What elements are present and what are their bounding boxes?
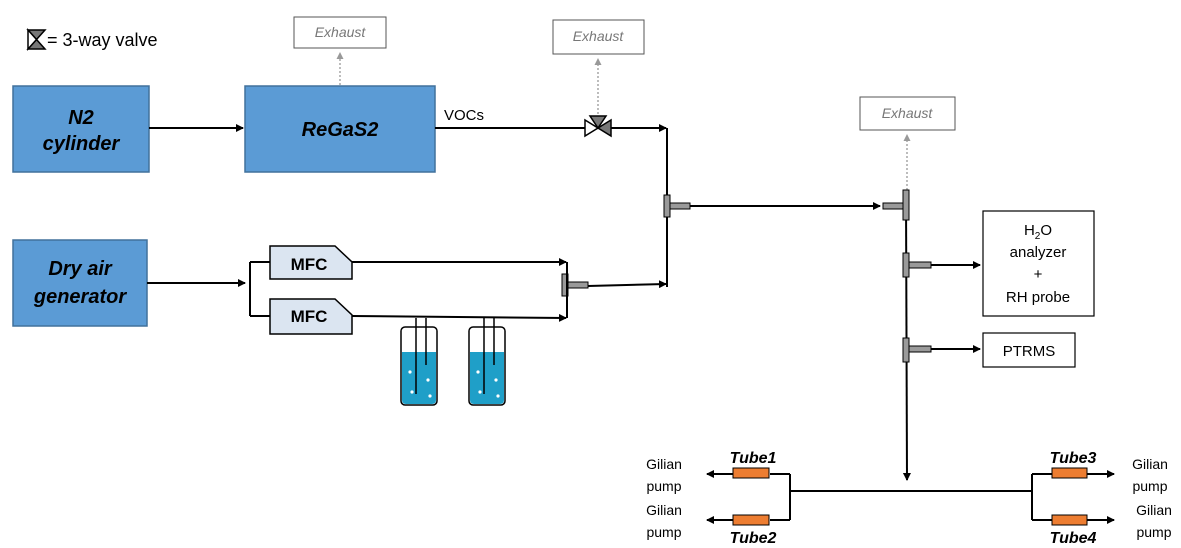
tube1 [732, 467, 770, 479]
dry-air-generator-block: Dry air generator [12, 239, 148, 327]
tube3-label: Tube3 [1050, 450, 1097, 467]
mfc-top: MFC [269, 245, 353, 280]
pump-left-bottom-2: pump [646, 524, 681, 540]
vocs-label: VOCs [444, 107, 484, 124]
exhaust-box-valve: Exhaust [552, 19, 645, 114]
svg-text:Exhaust: Exhaust [315, 24, 367, 40]
pump-right-top-1: Gilian [1132, 456, 1168, 472]
regas2-label: ReGaS2 [302, 119, 379, 141]
pump-right-bottom-2: pump [1136, 524, 1171, 540]
h2o-title: H2O [1024, 222, 1052, 242]
svg-text:+: + [1034, 266, 1043, 283]
svg-text:Exhaust: Exhaust [882, 105, 934, 121]
legend: = 3-way valve [26, 28, 158, 51]
mfc-bottom: MFC [269, 298, 353, 335]
pump-right-top-2: pump [1132, 478, 1167, 494]
mfc-bottom-label: MFC [291, 307, 328, 326]
n2-label-line1: N2 [68, 107, 94, 129]
h2o-analyzer-box: H2O analyzer + RH probe [982, 210, 1095, 317]
exhaust-box-right: Exhaust [859, 96, 956, 190]
three-way-valve [584, 115, 612, 138]
pump-left-bottom-1: Gilian [646, 502, 682, 518]
pump-right-bottom-1: Gilian [1136, 502, 1172, 518]
ptrms-label: PTRMS [1003, 343, 1056, 360]
tube3 [1051, 467, 1088, 479]
pump-left-top-1: Gilian [646, 456, 682, 472]
dry-air-label-line1: Dry air [48, 258, 113, 280]
svg-text:RH probe: RH probe [1006, 289, 1070, 306]
svg-text:analyzer: analyzer [1010, 244, 1067, 261]
tube2-label: Tube2 [730, 530, 777, 547]
ptrms-box: PTRMS [982, 332, 1076, 368]
tee-fitting-stub [669, 202, 691, 210]
n2-label-line2: cylinder [43, 133, 121, 155]
n2-cylinder-block: N2 cylinder [12, 85, 150, 173]
dry-air-label-line2: generator [33, 286, 127, 308]
tube4 [1051, 514, 1088, 526]
three-way-valve-icon [26, 28, 47, 51]
tube2 [732, 514, 770, 526]
exhaust-box-regas: Exhaust [293, 16, 387, 85]
tee-fitting [663, 194, 671, 218]
tube1-label: Tube1 [730, 450, 777, 467]
mfc-top-label: MFC [291, 255, 328, 274]
bubbler-2 [468, 318, 506, 406]
svg-text:Exhaust: Exhaust [573, 28, 625, 44]
pump-left-top-2: pump [646, 478, 681, 494]
bubbler-1 [400, 318, 438, 406]
regas2-block: ReGaS2 [244, 85, 436, 173]
tube4-label: Tube4 [1050, 530, 1097, 547]
legend-text: = 3-way valve [47, 30, 158, 50]
